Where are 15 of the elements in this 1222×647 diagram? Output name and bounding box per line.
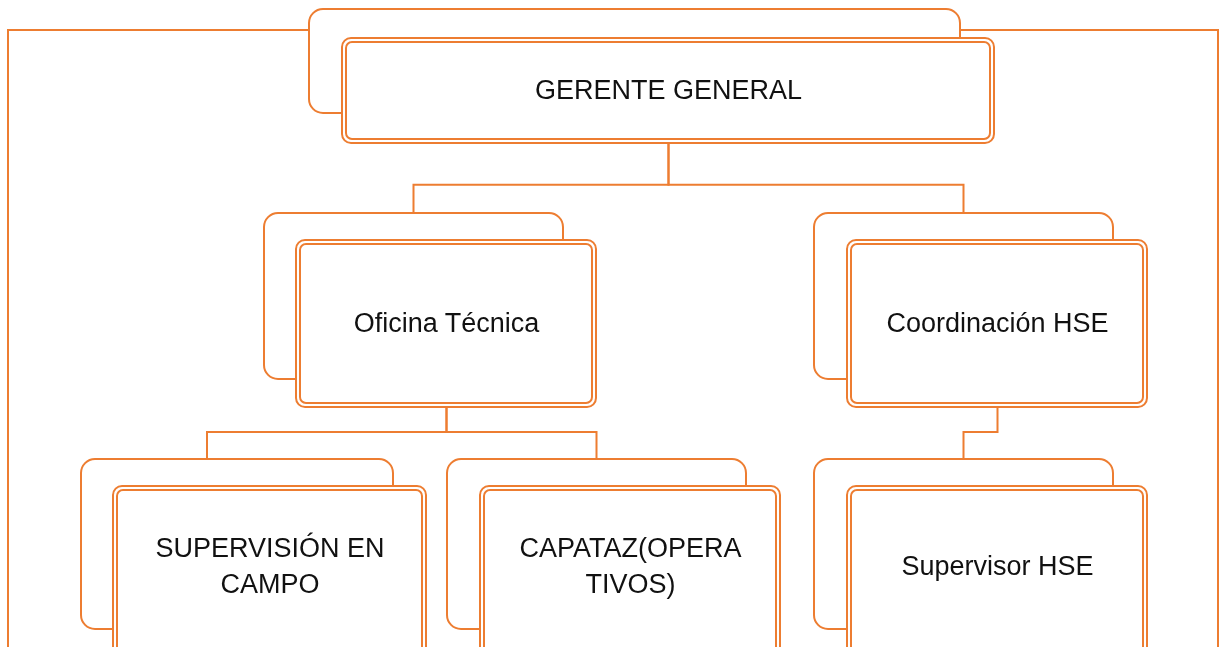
role-label: Supervisor HSE bbox=[901, 549, 1094, 583]
role-label: Oficina Técnica bbox=[353, 307, 540, 341]
connector-line bbox=[667, 143, 965, 213]
org-chart-card bbox=[263, 212, 597, 408]
connector-line bbox=[962, 407, 999, 459]
org-chart-card bbox=[813, 458, 1148, 647]
org-chart-card bbox=[308, 8, 995, 144]
org-chart-card bbox=[446, 458, 781, 647]
org-chart-card bbox=[80, 458, 427, 647]
connector-line bbox=[445, 407, 598, 459]
role-label: GERENTE GENERAL bbox=[534, 74, 803, 108]
role-label: CAPATAZ(OPERA TIVOS) bbox=[518, 532, 743, 601]
role-label: Coordinación HSE bbox=[886, 307, 1109, 341]
role-label: SUPERVISIÓN EN CAMPO bbox=[154, 531, 386, 601]
org-chart-card bbox=[813, 212, 1148, 408]
